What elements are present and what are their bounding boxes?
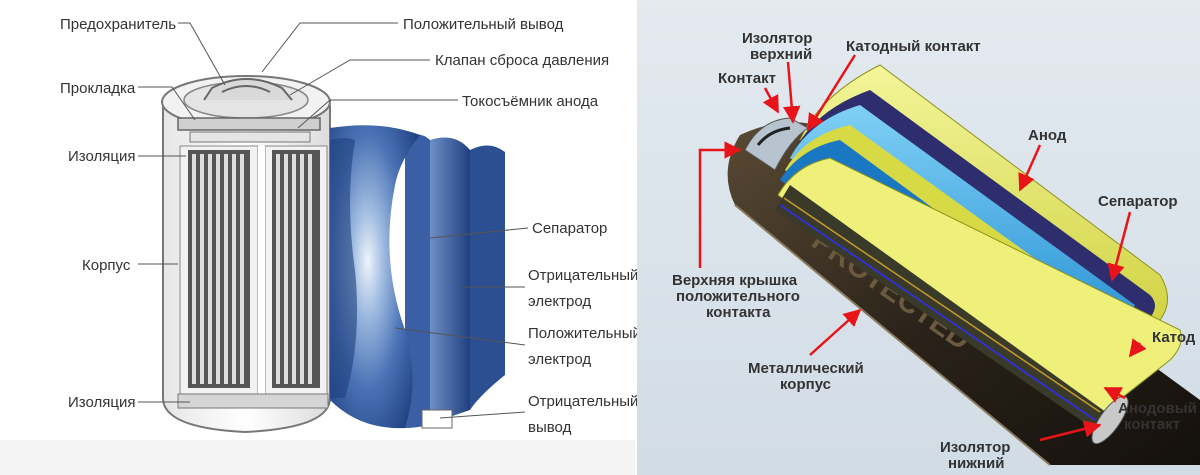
label-negative-electrode-line1: Отрицательный bbox=[528, 267, 638, 284]
label-top-cap-line1: Верхняя крышка bbox=[672, 272, 798, 289]
right-battery-diagram: PROTECTED bbox=[637, 0, 1200, 475]
label-negative-terminal-line2: вывод bbox=[528, 419, 572, 436]
label-anode-contact-line1: Анодовый bbox=[1118, 400, 1197, 417]
label-fuse: Предохранитель bbox=[60, 16, 176, 33]
label-gasket: Прокладка bbox=[60, 80, 136, 97]
unrolled-layers bbox=[330, 125, 505, 429]
left-leader-lines bbox=[138, 22, 529, 419]
label-separator: Сепаратор bbox=[532, 220, 607, 237]
label-case: Корпус bbox=[82, 257, 131, 274]
label-positive-electrode-line1: Положительный bbox=[528, 325, 641, 342]
label-anode: Анод bbox=[1028, 127, 1067, 144]
electrode-stack bbox=[177, 145, 329, 409]
layer-stack bbox=[744, 64, 1182, 445]
right-arrows bbox=[698, 54, 1147, 442]
label-top-cap-line3: контакта bbox=[706, 304, 771, 321]
label-positive-electrode-line2: электрод bbox=[528, 351, 591, 368]
label-insulator-bottom-line1: Изолятор bbox=[940, 439, 1010, 456]
left-battery-diagram: Предохранитель Положительный вывод Клапа… bbox=[0, 0, 641, 475]
label-separator-right: Сепаратор bbox=[1098, 193, 1178, 210]
label-relief-valve: Клапан сброса давления bbox=[435, 52, 609, 69]
label-insulator-top-line1: Изолятор bbox=[742, 30, 812, 47]
label-anode-contact-line2: контакт bbox=[1124, 416, 1180, 433]
label-insulation-bottom: Изоляция bbox=[68, 394, 135, 411]
label-anode-collector: Токосъёмник анода bbox=[462, 93, 599, 110]
label-insulator-top-line2: верхний bbox=[750, 46, 812, 63]
label-top-cap-line2: положительного bbox=[676, 288, 800, 305]
label-positive-terminal: Положительный вывод bbox=[403, 16, 564, 33]
label-insulation-top: Изоляция bbox=[68, 148, 135, 165]
label-cathode: Катод bbox=[1152, 329, 1196, 346]
label-negative-terminal-line1: Отрицательный bbox=[528, 393, 638, 410]
label-contact: Контакт bbox=[718, 70, 776, 87]
label-cathode-contact: Катодный контакт bbox=[846, 38, 981, 55]
label-metal-case-line2: корпус bbox=[780, 376, 831, 393]
label-negative-electrode-line2: электрод bbox=[528, 293, 591, 310]
label-metal-case-line1: Металлический bbox=[748, 360, 864, 377]
label-insulator-bottom-line2: нижний bbox=[948, 455, 1004, 472]
